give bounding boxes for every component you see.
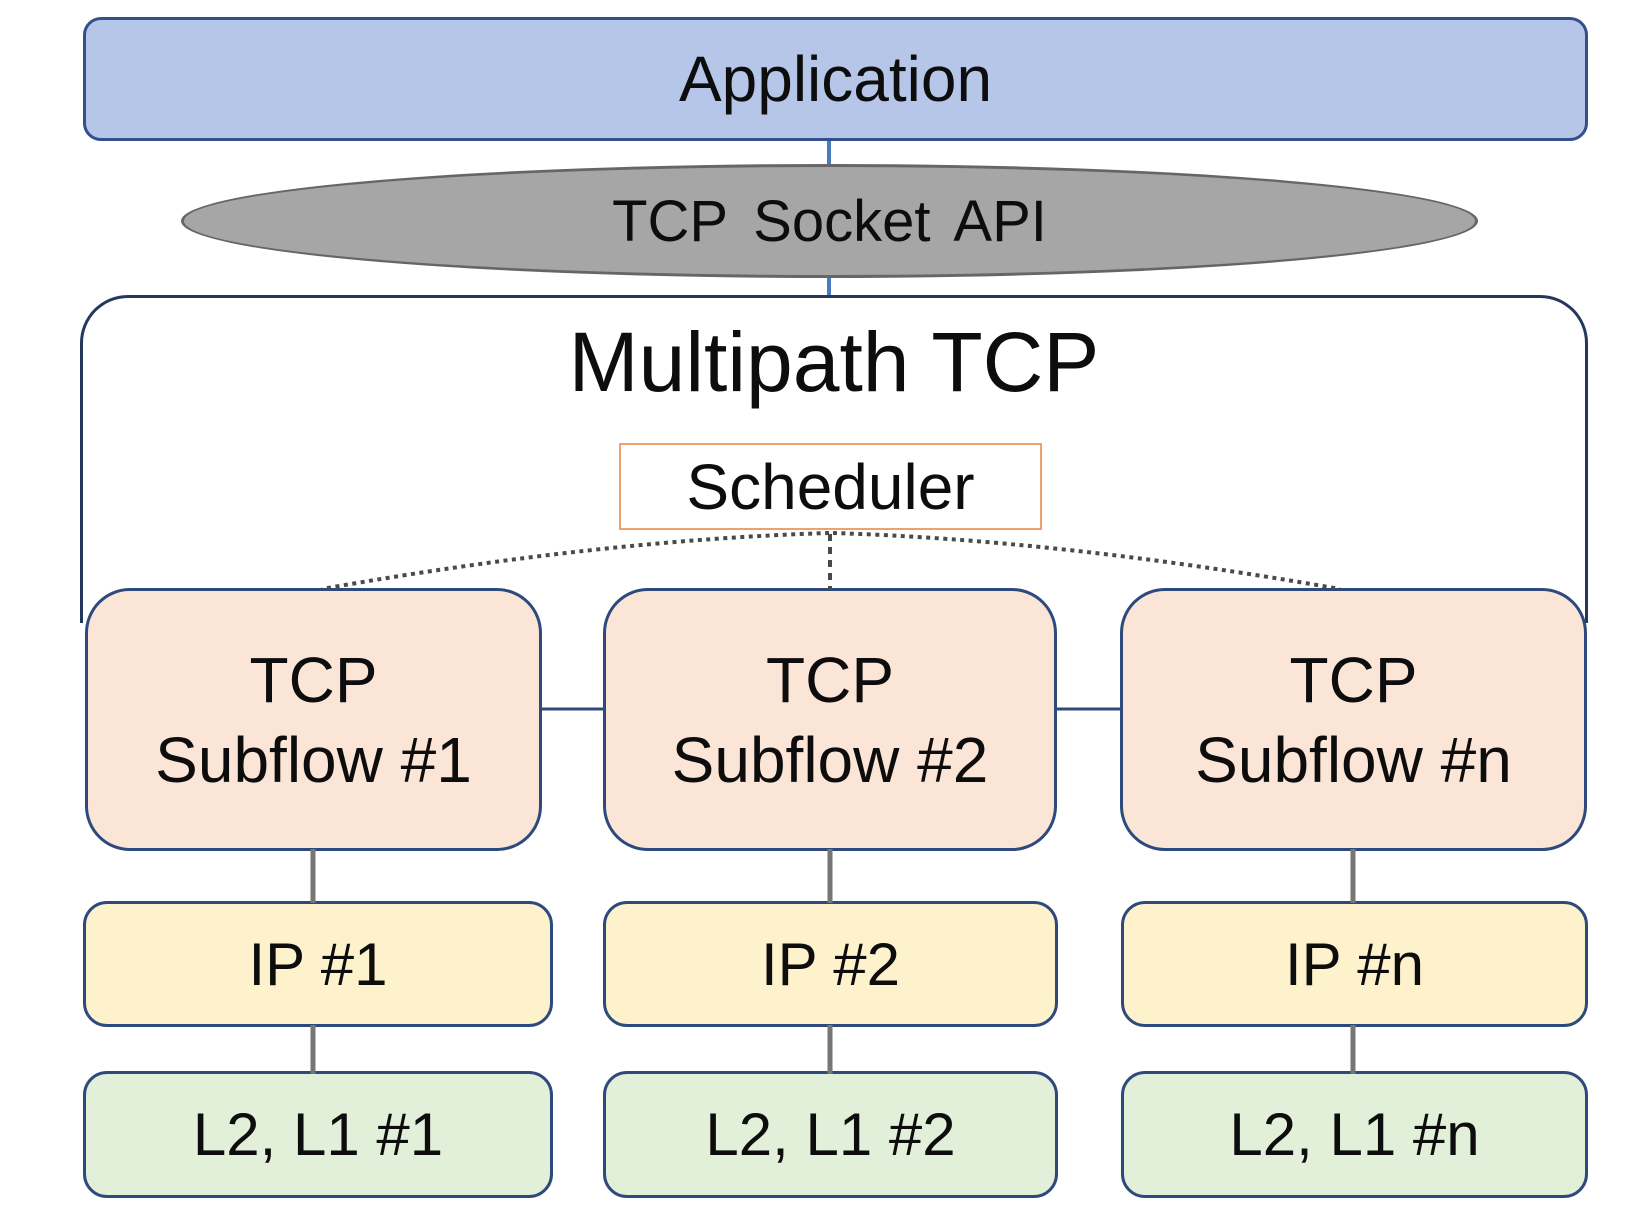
ip-2-box: IP #2 bbox=[603, 901, 1058, 1027]
tcp-subflow-n-box: TCP Subflow #n bbox=[1120, 588, 1587, 851]
ip-1-box: IP #1 bbox=[83, 901, 553, 1027]
l2-l1-2-box: L2, L1 #2 bbox=[603, 1071, 1058, 1198]
scheduler-label: Scheduler bbox=[686, 450, 975, 523]
ip-2-label: IP #2 bbox=[760, 930, 900, 998]
l2-l1-1-label: L2, L1 #1 bbox=[192, 1101, 444, 1168]
scheduler-box: Scheduler bbox=[619, 443, 1042, 530]
tcp-subflow-1-line2: Subflow #1 bbox=[155, 723, 472, 796]
l2-l1-n-label: L2, L1 #n bbox=[1229, 1101, 1480, 1168]
tcp-subflow-2-line1: TCP bbox=[766, 643, 894, 716]
multipath-tcp-title: Multipath TCP bbox=[568, 315, 1100, 409]
l2-l1-1-box: L2, L1 #1 bbox=[83, 1071, 553, 1198]
ip-n-box: IP #n bbox=[1121, 901, 1588, 1027]
tcp-subflow-2-line2: Subflow #2 bbox=[671, 723, 989, 796]
l2-l1-n-box: L2, L1 #n bbox=[1121, 1071, 1588, 1198]
tcp-subflow-n-line1: TCP bbox=[1289, 643, 1418, 716]
ip-n-label: IP #n bbox=[1284, 930, 1424, 998]
tcp-subflow-2-box: TCP Subflow #2 bbox=[603, 588, 1057, 851]
tcp-subflow-n-line2: Subflow #n bbox=[1195, 723, 1512, 796]
tcp-socket-api-ellipse: TCP Socket API bbox=[181, 164, 1478, 278]
l2-l1-2-label: L2, L1 #2 bbox=[705, 1101, 956, 1168]
application-box: Application bbox=[83, 17, 1588, 141]
tcp-socket-api-label: TCP Socket API bbox=[612, 188, 1047, 254]
tcp-subflow-1-box: TCP Subflow #1 bbox=[85, 588, 542, 851]
application-label: Application bbox=[678, 43, 993, 115]
ip-1-label: IP #1 bbox=[248, 930, 388, 998]
tcp-subflow-1-line1: TCP bbox=[249, 643, 378, 716]
